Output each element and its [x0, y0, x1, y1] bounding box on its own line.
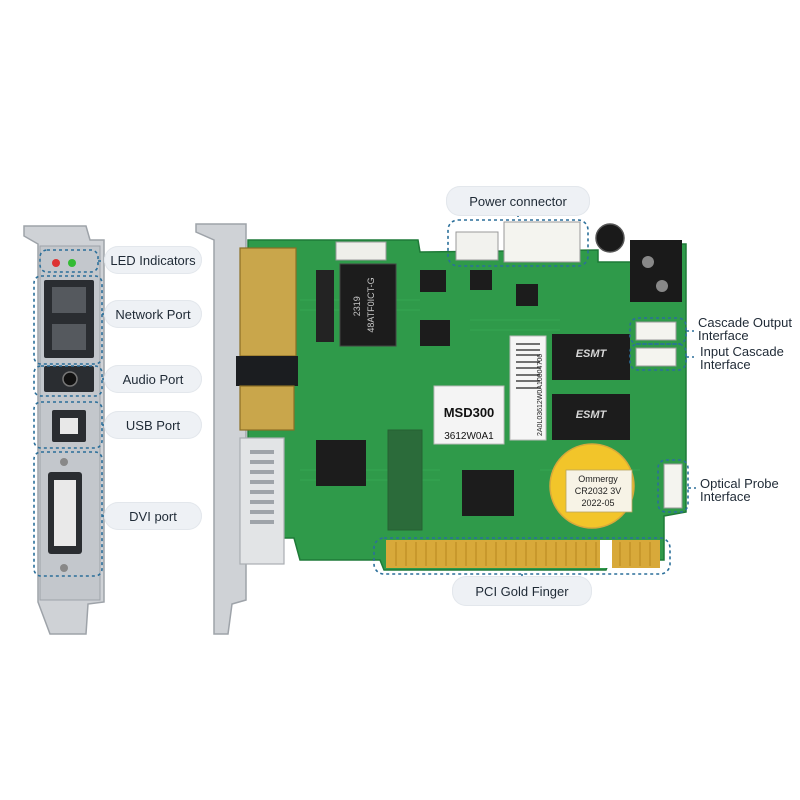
chip-main-label: 2319 48ATF0ICT-G — [352, 277, 376, 332]
label-input-cascade: Input Cascade Interface — [700, 345, 784, 371]
label-optical-probe: Optical Probe Interface — [700, 477, 779, 503]
audio-jack-icon — [62, 371, 78, 387]
pci-gold-finger — [386, 540, 660, 568]
label-optical-probe-line2: Interface — [700, 489, 751, 504]
label-audio-port: Audio Port — [104, 365, 202, 393]
battery-line3: 2022-05 — [581, 498, 614, 508]
barcode-text: 2A0L03612W0A10004706 — [537, 354, 544, 436]
label-cascade-output: Cascade Output Interface — [698, 316, 792, 342]
label-power-connector: Power connector — [446, 186, 590, 216]
label-cascade-output-line1: Cascade Output — [698, 315, 792, 330]
board-model-label: MSD300 — [444, 405, 495, 420]
battery-line1: Ommergy — [578, 474, 618, 484]
memory-chip-2-brand: ESMT — [576, 409, 608, 421]
label-usb-port: USB Port — [104, 411, 202, 439]
board-serial-label: 3612W0A1 — [444, 431, 494, 442]
label-network-port: Network Port — [104, 300, 202, 328]
memory-chip-1-brand: ESMT — [576, 348, 608, 360]
led-red-icon — [52, 259, 60, 267]
label-input-cascade-line2: Interface — [700, 357, 751, 372]
label-dvi-port: DVI port — [104, 502, 202, 530]
label-cascade-output-line2: Interface — [698, 328, 749, 343]
label-input-cascade-line1: Input Cascade — [700, 344, 784, 359]
led-green-icon — [68, 259, 76, 267]
pcb-board: 2319 48ATF0ICT-G MSD300 3612W0A1 2A0L036… — [195, 221, 687, 635]
label-led-indicators: LED Indicators — [104, 246, 202, 274]
chip-main-line1: 2319 — [352, 296, 362, 316]
label-optical-probe-line1: Optical Probe — [700, 476, 779, 491]
battery-line2: CR2032 3V — [575, 486, 622, 496]
chip-main-line2: 48ATF0ICT-G — [366, 277, 376, 332]
rear-bracket — [23, 225, 105, 635]
label-pci-gold-finger: PCI Gold Finger — [452, 576, 592, 606]
board-callouts — [373, 214, 696, 580]
